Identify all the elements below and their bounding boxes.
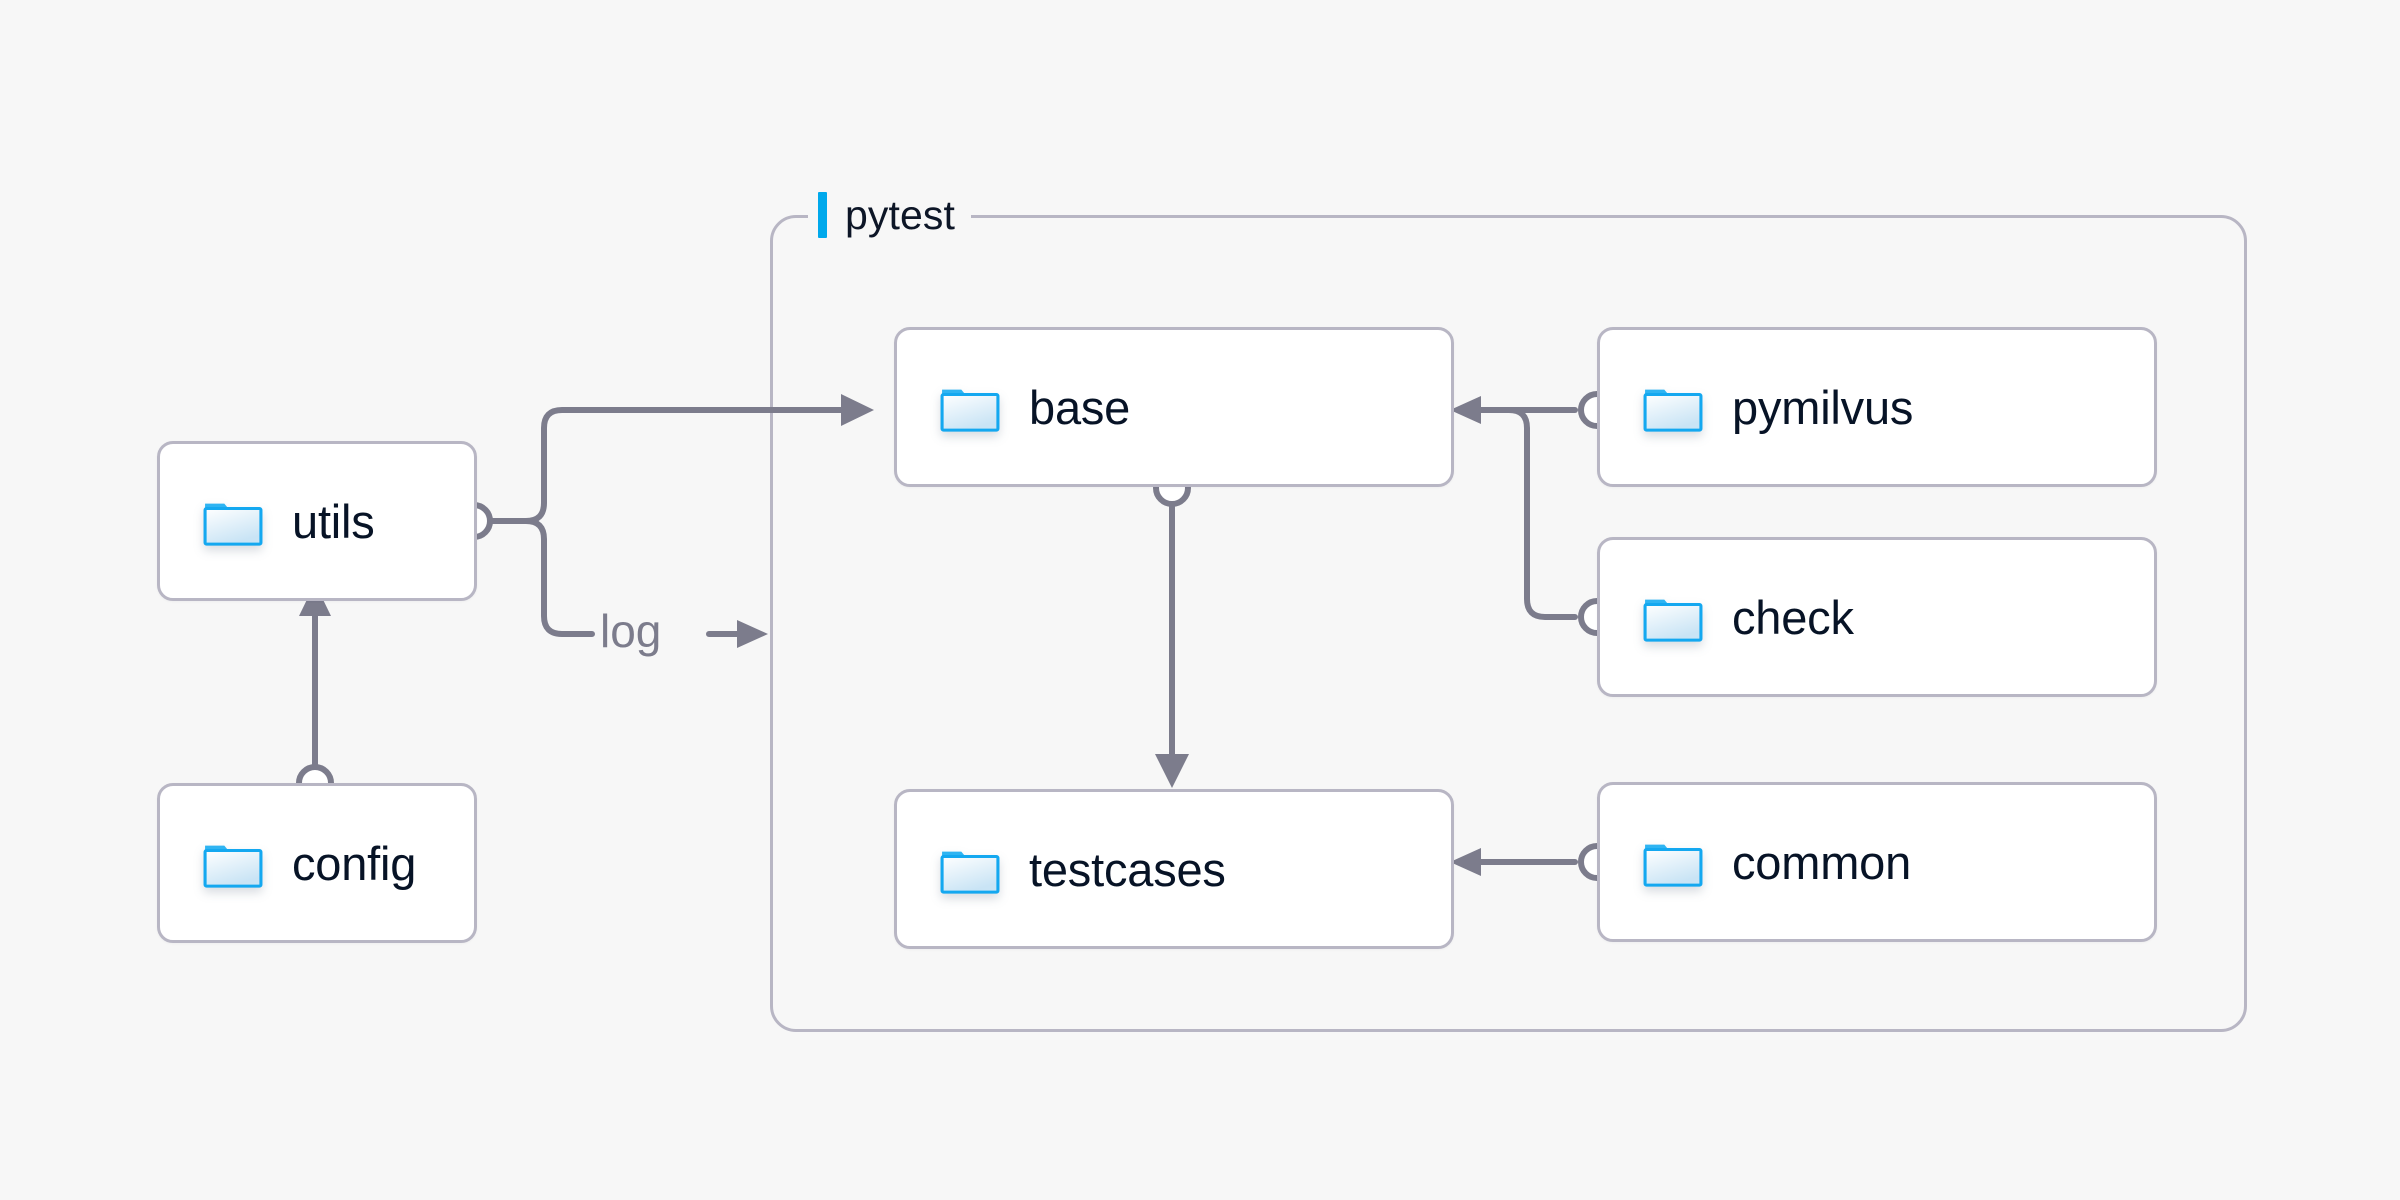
node-utils[interactable]: utils	[157, 441, 477, 601]
folder-icon	[203, 503, 263, 546]
node-config[interactable]: config	[157, 783, 477, 943]
node-label: base	[1029, 380, 1131, 434]
folder-icon	[203, 845, 263, 888]
group-title: pytest	[845, 191, 955, 238]
edge-config-to-utils	[299, 583, 331, 786]
folder-icon	[1643, 599, 1703, 642]
node-label: testcases	[1029, 842, 1226, 896]
node-testcases[interactable]: testcases	[894, 789, 1454, 949]
edge-label-log: log	[600, 605, 662, 657]
node-label: common	[1732, 835, 1912, 889]
folder-icon	[940, 851, 1000, 894]
node-base[interactable]: base	[894, 327, 1454, 487]
node-pymilvus[interactable]: pymilvus	[1597, 327, 2157, 487]
node-label: pymilvus	[1732, 380, 1914, 434]
node-common[interactable]: common	[1597, 782, 2157, 942]
group-container-pytest[interactable]	[770, 215, 2247, 1032]
node-check[interactable]: check	[1597, 537, 2157, 697]
folder-icon	[1643, 389, 1703, 432]
folder-icon	[1643, 844, 1703, 887]
node-label: config	[292, 836, 417, 890]
group-label-pytest: pytest	[808, 188, 971, 242]
node-label: utils	[292, 494, 375, 548]
folder-icon	[940, 389, 1000, 432]
node-label: check	[1732, 590, 1854, 644]
accent-bar-icon	[818, 192, 827, 238]
